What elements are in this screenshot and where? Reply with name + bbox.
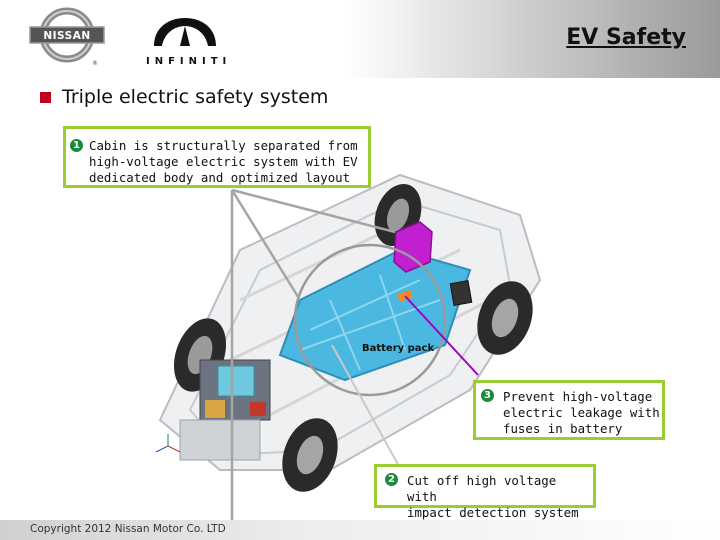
infiniti-logo (154, 18, 216, 46)
callout-line: Cut off high voltage with (407, 473, 557, 504)
callout-line: Prevent high-voltage (503, 389, 653, 404)
control-unit (449, 280, 473, 306)
callout-line: impact detection system (407, 505, 579, 520)
axis-indicator (155, 434, 181, 453)
callout-line: dedicated body and optimized layout (89, 170, 351, 185)
callout-number-badge: 3 (481, 389, 494, 402)
nissan-logo-text: NISSAN (43, 30, 90, 42)
callout-line: electric leakage with (503, 405, 660, 420)
infiniti-wordmark: INFINITI (146, 56, 232, 67)
ev-chassis-illustration (155, 173, 542, 520)
callout-number-badge: 2 (385, 473, 398, 486)
fuse-module (393, 221, 433, 273)
bullet-marker (40, 92, 51, 103)
callout-cabin-separation: 1 Cabin is structurally separated from h… (63, 126, 371, 188)
nissan-logo: NISSAN (29, 7, 105, 63)
callout-impact-detection: 2 Cut off high voltage with impact detec… (374, 464, 596, 520)
trademark-mark: ® (92, 60, 98, 67)
page-title: EV Safety (566, 25, 686, 50)
battery-pack-label: Battery pack (362, 343, 435, 354)
bullet-heading: Triple electric safety system (62, 86, 329, 108)
callout-number-badge: 1 (70, 139, 83, 152)
callout-line: Cabin is structurally separated from (89, 138, 358, 153)
footer-bar: Copyright 2012 Nissan Motor Co. LTD (0, 520, 720, 540)
callout-line: fuses in battery (503, 421, 623, 436)
header-bar: NISSAN ® INFINITI EV Safety (0, 0, 720, 78)
callout-leakage-fuses: 3 Prevent high-voltage electric leakage … (473, 380, 665, 440)
callout-line: high-voltage electric system with EV (89, 154, 358, 169)
battery-zoom-circle (293, 243, 447, 397)
copyright-text: Copyright 2012 Nissan Motor Co. LTD (30, 523, 226, 535)
